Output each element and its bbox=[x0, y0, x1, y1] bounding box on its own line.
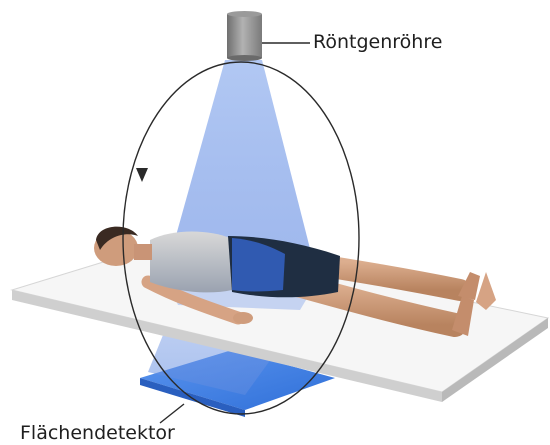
flat-panel-detector-label: Flächendetektor bbox=[20, 424, 175, 443]
rotation-arrow-icon bbox=[136, 168, 148, 182]
xray-tube bbox=[227, 11, 262, 61]
detector-leader-line bbox=[160, 404, 184, 423]
xray-tube-label: Röntgenröhre bbox=[313, 33, 442, 52]
